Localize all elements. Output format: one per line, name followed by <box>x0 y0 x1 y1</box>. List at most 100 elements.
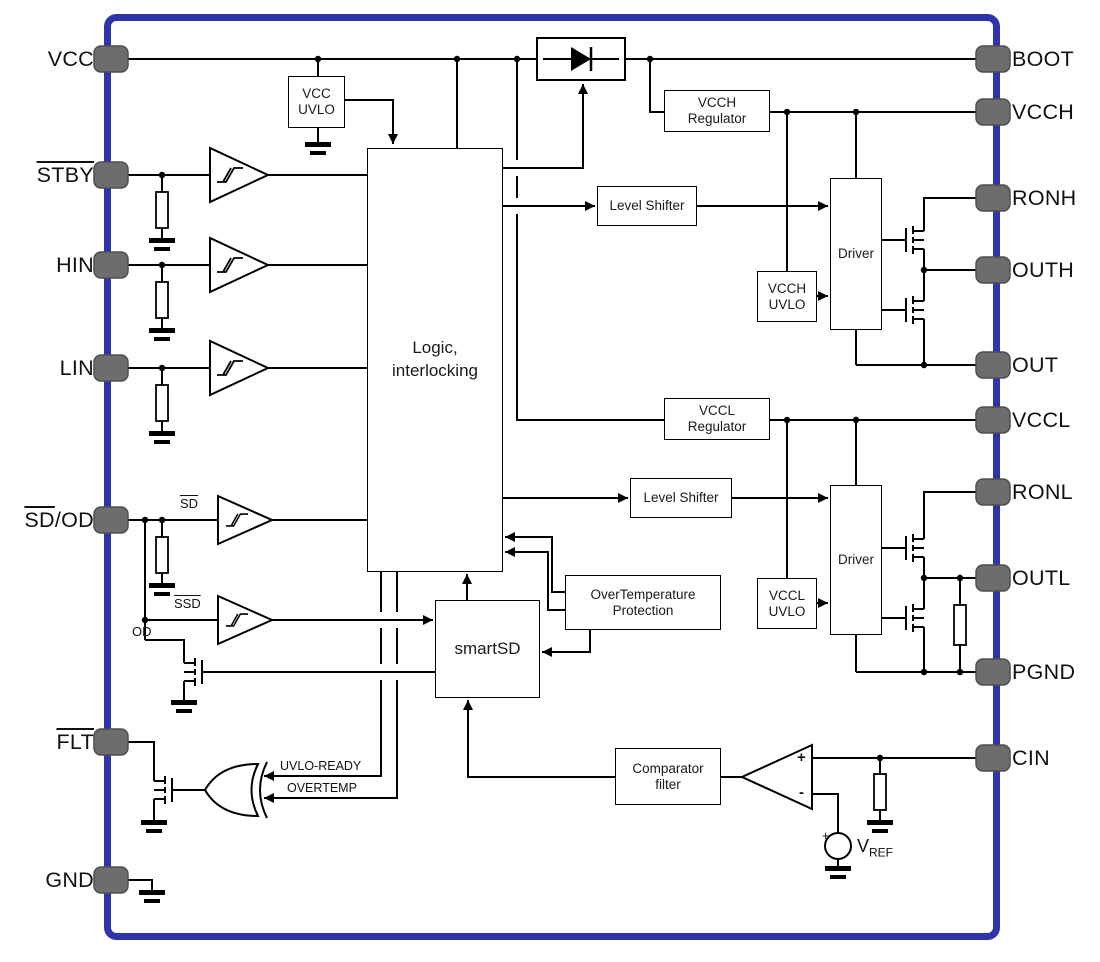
bootstrap-diode-box <box>536 37 626 81</box>
resistor-cin <box>873 773 887 811</box>
pin-label-sd-od: SD/OD <box>24 508 94 532</box>
pin-label-vcch: VCCH <box>1012 100 1075 124</box>
pin-hin <box>93 251 129 279</box>
block-label: Level Shifter <box>643 490 719 506</box>
comparator-icon <box>739 743 813 811</box>
pin-ronl <box>975 478 1011 506</box>
pin-outl <box>975 564 1011 592</box>
mosfet-od <box>183 651 215 693</box>
pin-label-ronl: RONL <box>1012 480 1073 504</box>
pin-stby <box>93 161 129 189</box>
block-label: Logic, <box>412 338 458 358</box>
ground-symbol <box>141 820 167 833</box>
vref-source-icon <box>824 832 852 860</box>
pin-out <box>975 351 1011 379</box>
block-overtemperature-protection: OverTemperature Protection <box>565 575 721 630</box>
block-label: interlocking <box>392 361 478 380</box>
mosfet-low-bottom <box>893 597 925 639</box>
schmitt-triggers <box>209 146 275 646</box>
schmitt-trigger-hin <box>209 236 271 294</box>
mosfet-high-top <box>893 219 925 261</box>
pin-sd-od <box>93 506 129 534</box>
ground-symbol <box>149 431 175 444</box>
block-label: Protection <box>612 602 674 618</box>
block-label: Comparator <box>632 760 704 776</box>
block-vcc-uvlo: VCC UVLO <box>288 76 345 128</box>
schmitt-trigger-lin <box>209 339 271 397</box>
schmitt-trigger-stby <box>209 146 271 204</box>
pin-lin <box>93 354 129 382</box>
junction-dots <box>141 55 964 762</box>
block-vccl-uvlo: VCCL UVLO <box>757 578 817 629</box>
block-label: VCCL <box>768 587 805 603</box>
pin-label-outl: OUTL <box>1012 566 1071 590</box>
block-vcch-regulator: VCCH Regulator <box>664 90 770 132</box>
block-label: VCCH <box>697 95 737 111</box>
comparator-plus-label: + <box>797 749 806 766</box>
pin-label-lin: LIN <box>59 356 94 380</box>
block-label: OverTemperature <box>590 586 696 602</box>
block-label: Regulator <box>687 419 747 434</box>
vref-plus-label: + <box>822 829 830 843</box>
block-label: filter <box>655 776 681 792</box>
pin-label-stby: STBY <box>36 163 94 187</box>
mosfet-low-top <box>893 527 925 569</box>
pin-ronh <box>975 184 1011 212</box>
comparator-minus-label: - <box>799 784 804 801</box>
ground-symbol <box>867 820 893 833</box>
block-logic-interlocking: Logic, interlocking <box>367 148 503 572</box>
wire-layer <box>128 58 976 890</box>
pin-label-hin: HIN <box>56 253 94 277</box>
flt-or-gate <box>203 761 268 819</box>
mosfet-high-bottom <box>893 289 925 331</box>
resistor-lin <box>155 384 169 422</box>
block-label: UVLO <box>298 102 335 117</box>
package-pins <box>93 45 1011 894</box>
block-smartsd: smartSD <box>435 600 540 698</box>
pin-label-cin: CIN <box>1012 746 1050 770</box>
ground-symbol <box>149 583 175 596</box>
label-sd: SD <box>180 496 199 511</box>
pin-label-outh: OUTH <box>1012 258 1075 282</box>
pin-label-ronh: RONH <box>1012 186 1077 210</box>
block-label: VCCL <box>698 403 735 419</box>
pin-boot <box>975 45 1011 73</box>
block-label: VCC <box>302 86 331 102</box>
pin-label-flt: FLT <box>56 730 94 754</box>
ground-symbol <box>171 700 197 713</box>
ground-symbol <box>149 328 175 341</box>
block-label: smartSD <box>454 638 521 658</box>
pin-vcc <box>93 45 129 73</box>
block-level-shifter-high: Level Shifter <box>597 186 697 226</box>
schmitt-trigger-ssd <box>217 594 275 646</box>
block-driver-low: Driver <box>830 485 882 635</box>
pin-label-out: OUT <box>1012 353 1059 377</box>
block-comparator-filter: Comparator filter <box>615 748 721 805</box>
block-label: UVLO <box>768 603 806 619</box>
pin-pgnd <box>975 658 1011 686</box>
block-vcch-uvlo: VCCH UVLO <box>757 271 817 322</box>
pin-label-vccl: VCCL <box>1012 408 1071 432</box>
pin-label-boot: BOOT <box>1012 47 1075 71</box>
ground-symbol <box>149 238 175 251</box>
ic-boundary <box>104 14 1000 940</box>
block-label: Level Shifter <box>609 198 685 214</box>
diode-icon <box>571 47 591 71</box>
resistor-stby <box>155 191 169 229</box>
resistor-outl <box>953 604 967 646</box>
pin-vcch <box>975 98 1011 126</box>
resistor-hin <box>155 281 169 319</box>
label-overtemp: OVERTEMP <box>287 781 357 795</box>
pin-vccl <box>975 406 1011 434</box>
block-label: Regulator <box>687 111 747 126</box>
block-label: Driver <box>838 246 874 262</box>
pin-gnd <box>93 866 129 894</box>
block-driver-high: Driver <box>830 178 882 330</box>
resistors <box>155 191 967 811</box>
label-uvlo-ready: UVLO-READY <box>280 759 362 773</box>
block-vccl-regulator: VCCL Regulator <box>664 398 770 440</box>
block-label: Driver <box>838 552 874 568</box>
ground-symbol <box>825 866 851 879</box>
